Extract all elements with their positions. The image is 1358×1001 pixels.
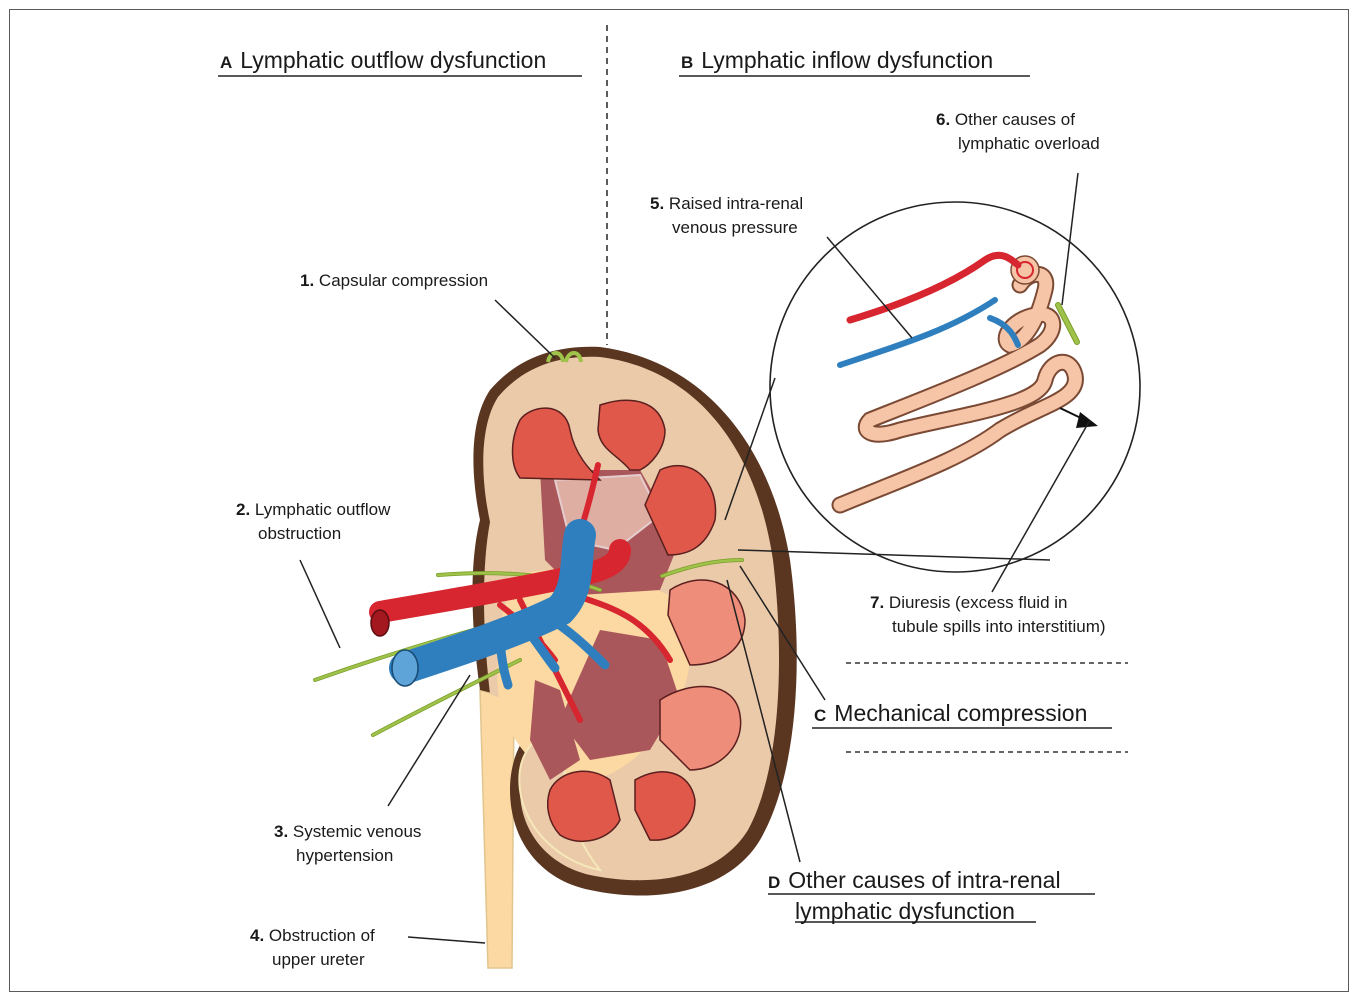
label-capsular-compression: 1. Capsular compression (300, 269, 488, 293)
label-other-causes-lymphatic-overload: 6. Other causes of lymphatic overload (936, 108, 1100, 156)
label-obstruction-upper-ureter: 4. Obstruction of upper ureter (250, 924, 375, 972)
label-systemic-venous-hypertension: 3. Systemic venous hypertension (274, 820, 421, 868)
renal-vein-lumen (392, 650, 418, 686)
label-raised-intrarenal-venous-pressure: 5. Raised intra-renal venous pressure (650, 192, 803, 240)
renal-artery-lumen (371, 610, 389, 636)
label-lymphatic-outflow-obstruction: 2. Lymphatic outflow obstruction (236, 498, 390, 546)
ureter (480, 690, 514, 968)
pyramid-6 (548, 771, 620, 841)
label-diuresis: 7. Diuresis (excess fluid in tubule spil… (870, 591, 1106, 639)
